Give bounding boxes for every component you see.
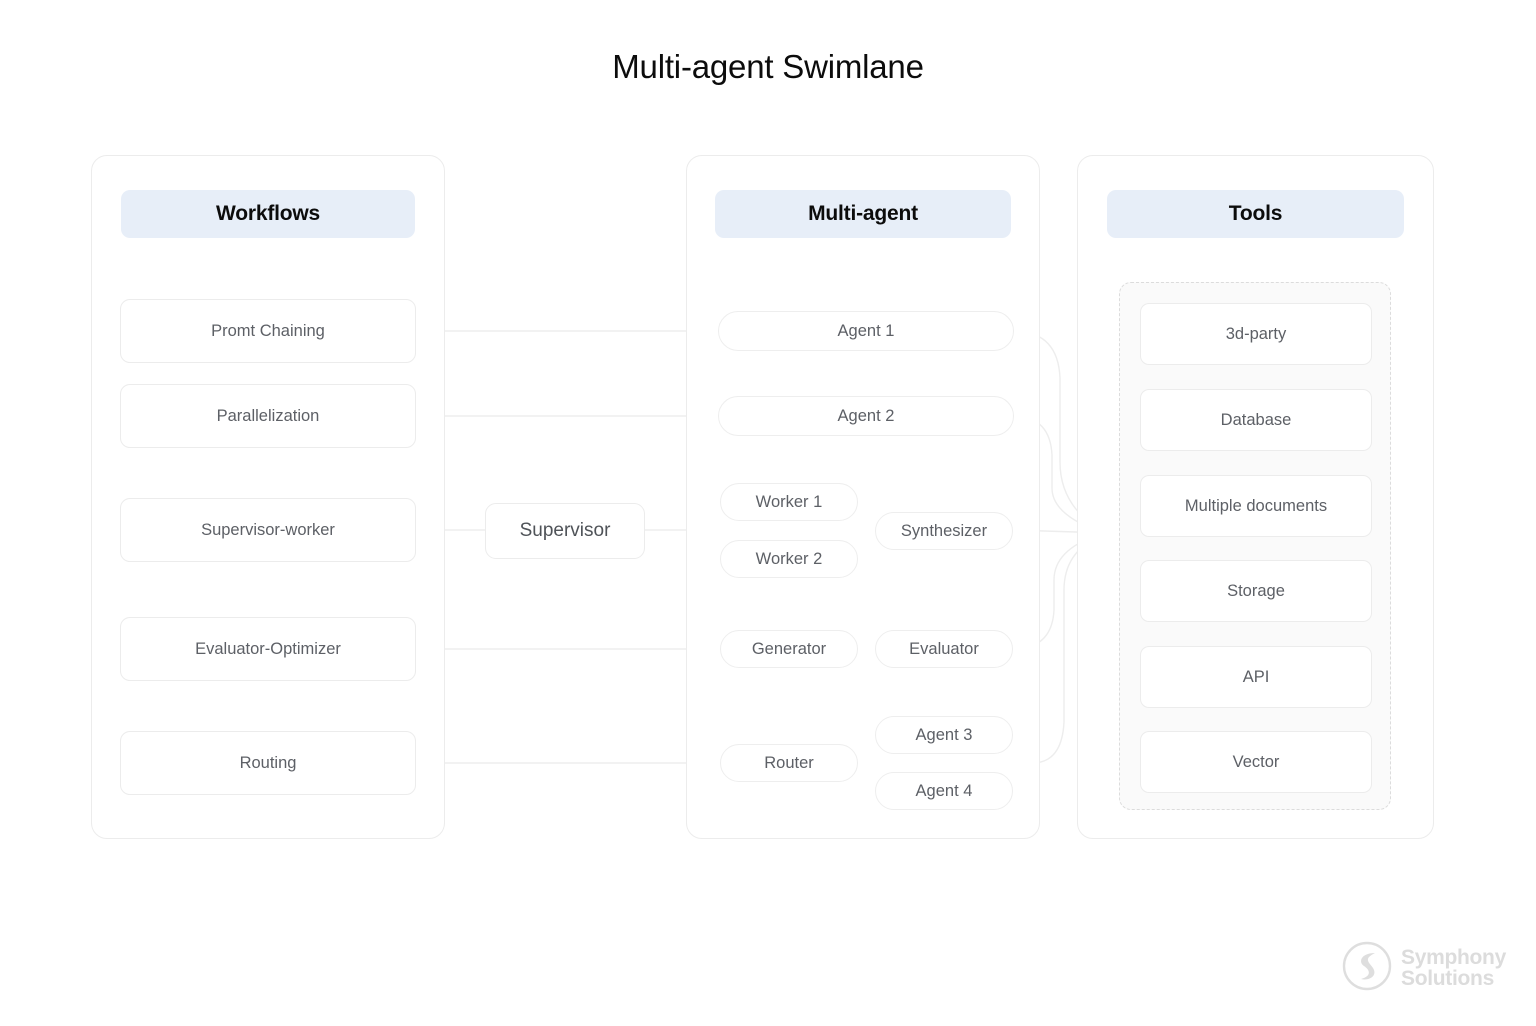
tools-dashed-group: 3d-party Database Multiple documents Sto… <box>1119 282 1391 810</box>
workflow-box-supervisor-worker[interactable]: Supervisor-worker <box>120 498 416 562</box>
lane-header-multiagent: Multi-agent <box>715 190 1011 238</box>
brand-line-1: Symphony <box>1401 946 1506 969</box>
brand-line-2: Solutions <box>1401 967 1494 990</box>
node-agent-1[interactable]: Agent 1 <box>718 311 1014 351</box>
node-router[interactable]: Router <box>720 744 858 782</box>
page-title: Multi-agent Swimlane <box>612 48 924 85</box>
edge-promt-chaining-to-agent1 <box>412 324 714 338</box>
symphony-s-mark-icon <box>1341 940 1393 997</box>
node-evaluator[interactable]: Evaluator <box>875 630 1013 668</box>
node-supervisor[interactable]: Supervisor <box>485 503 645 559</box>
edge-routing-to-router <box>412 756 714 770</box>
lane-header-workflows: Workflows <box>121 190 415 238</box>
swimlane-workflows: Workflows <box>91 155 445 839</box>
tool-box-database[interactable]: Database <box>1140 389 1372 451</box>
workflow-box-parallelization[interactable]: Parallelization <box>120 384 416 448</box>
node-agent-3[interactable]: Agent 3 <box>875 716 1013 754</box>
workflow-box-evaluator-optimizer[interactable]: Evaluator-Optimizer <box>120 617 416 681</box>
node-agent-4[interactable]: Agent 4 <box>875 772 1013 810</box>
node-generator[interactable]: Generator <box>720 630 858 668</box>
edge-evaluator-optimizer-to-generator <box>412 642 714 656</box>
brand-logo: Symphony Solutions <box>1341 936 1513 1000</box>
tool-box-vector[interactable]: Vector <box>1140 731 1372 793</box>
brand-wordmark: Symphony Solutions <box>1401 947 1506 989</box>
node-synthesizer[interactable]: Synthesizer <box>875 512 1013 550</box>
lane-header-tools: Tools <box>1107 190 1404 238</box>
edge-parallelization-to-agent2 <box>412 409 714 423</box>
workflow-box-routing[interactable]: Routing <box>120 731 416 795</box>
node-worker-1[interactable]: Worker 1 <box>720 483 858 521</box>
node-agent-2[interactable]: Agent 2 <box>718 396 1014 436</box>
tool-box-3d-party[interactable]: 3d-party <box>1140 303 1372 365</box>
workflow-box-promt-chaining[interactable]: Promt Chaining <box>120 299 416 363</box>
tool-box-multiple-documents[interactable]: Multiple documents <box>1140 475 1372 537</box>
node-worker-2[interactable]: Worker 2 <box>720 540 858 578</box>
tool-box-api[interactable]: API <box>1140 646 1372 708</box>
tool-box-storage[interactable]: Storage <box>1140 560 1372 622</box>
